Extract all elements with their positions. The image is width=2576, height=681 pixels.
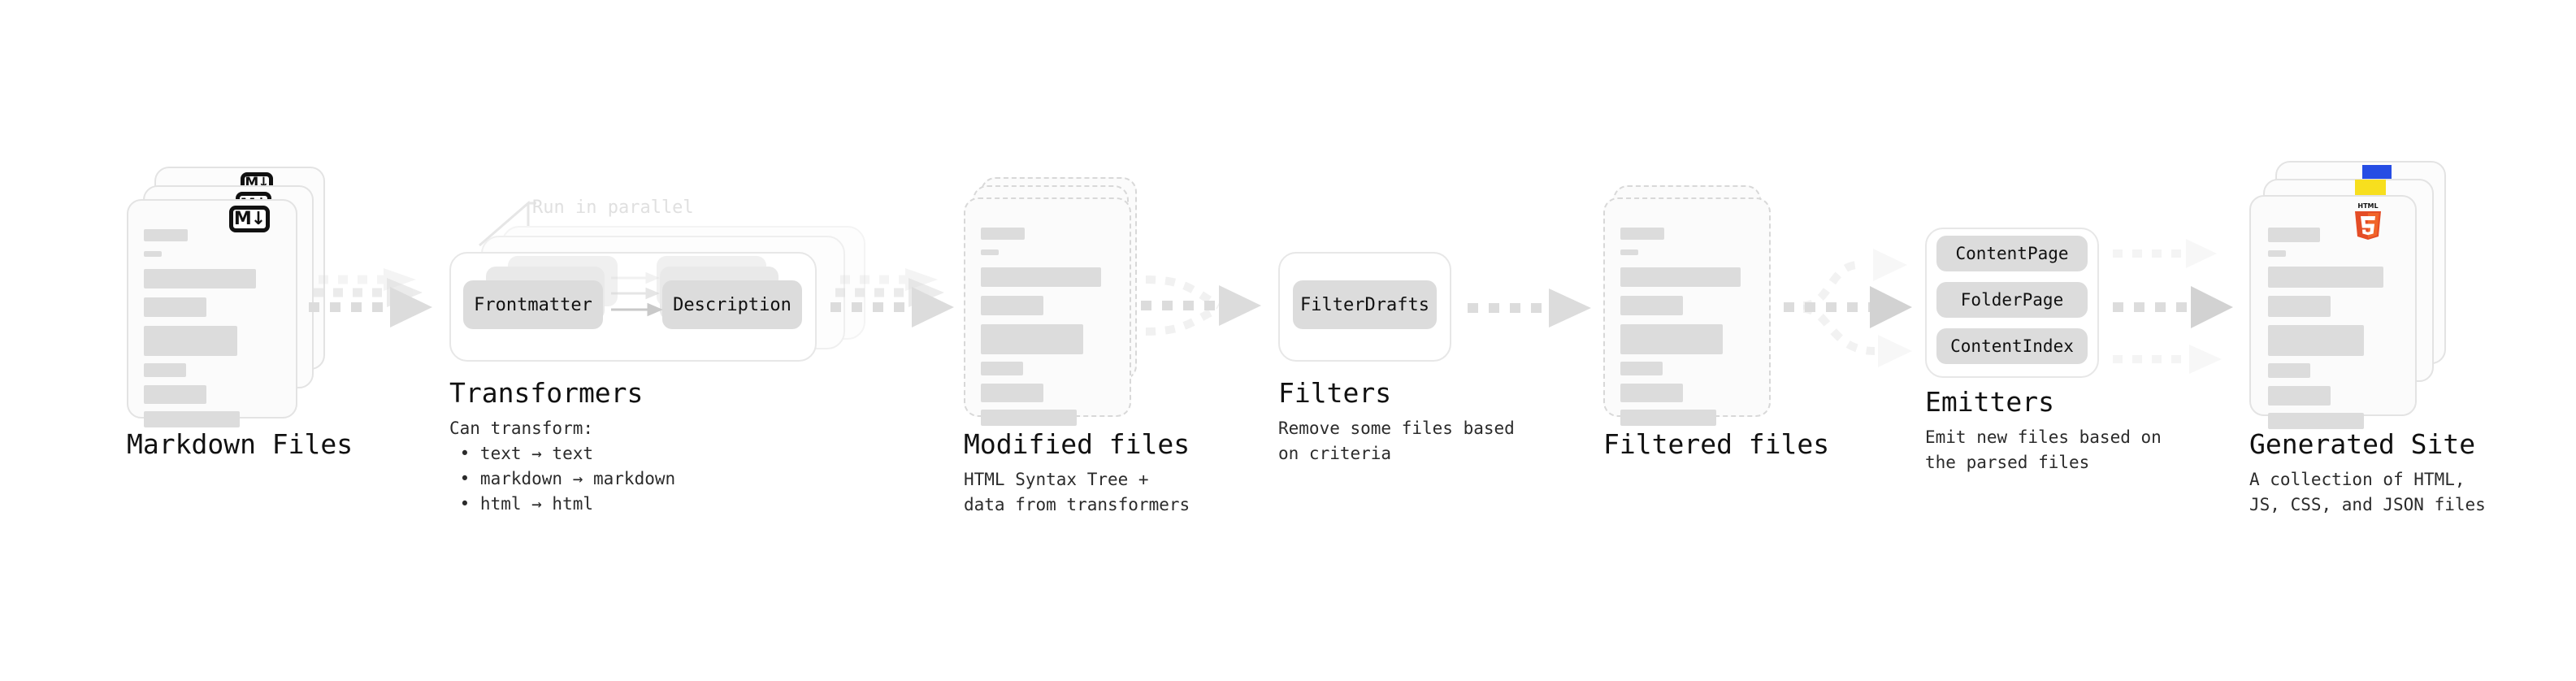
emitter-chip-folderpage[interactable]: FolderPage bbox=[1936, 282, 2088, 318]
filtered-files-title: Filtered files bbox=[1603, 428, 1830, 460]
modified-files-subtitle: HTML Syntax Tree + data from transformer… bbox=[964, 470, 1190, 514]
emitter-chip-contentindex-label: ContentIndex bbox=[1950, 336, 2074, 356]
modified-files-title: Modified files bbox=[964, 428, 1190, 460]
modified-file-card-front bbox=[964, 197, 1131, 426]
transformer-chip-description-label: Description bbox=[673, 294, 791, 315]
arrow-markdown-to-transformers bbox=[309, 268, 432, 327]
transformers-subtitle: Can transform: • text → text • markdown … bbox=[449, 419, 676, 514]
generated-site-subtitle: A collection of HTML, JS, CSS, and JSON … bbox=[2249, 470, 2486, 514]
emitter-chip-folderpage-label: FolderPage bbox=[1960, 290, 2064, 310]
filter-chip-filterdrafts[interactable]: FilterDrafts bbox=[1293, 280, 1437, 329]
emitters-title: Emitters bbox=[1925, 386, 2054, 418]
filters-title: Filters bbox=[1278, 377, 1392, 409]
card-placeholder-lines bbox=[128, 201, 296, 427]
emitter-chip-contentpage[interactable]: ContentPage bbox=[1936, 236, 2088, 271]
run-in-parallel-label: Run in parallel bbox=[532, 197, 694, 218]
transformer-chip-frontmatter-label: Frontmatter bbox=[474, 294, 592, 315]
card-placeholder-lines bbox=[2251, 197, 2415, 429]
generated-site-card-front bbox=[2249, 195, 2417, 429]
transformer-chip-frontmatter[interactable]: Frontmatter bbox=[463, 280, 603, 329]
generated-site-title: Generated Site bbox=[2249, 428, 2476, 460]
emitters-subtitle: Emit new files based on the parsed files bbox=[1925, 427, 2162, 472]
emitter-chip-contentpage-label: ContentPage bbox=[1955, 244, 2069, 263]
emitter-chip-contentindex[interactable]: ContentIndex bbox=[1936, 328, 2088, 364]
markdown-files-title: Markdown Files bbox=[127, 428, 353, 460]
filters-subtitle: Remove some files based on criteria bbox=[1278, 419, 1515, 463]
arrow-filters-to-filtered bbox=[1468, 288, 1591, 327]
filter-chip-filterdrafts-label: FilterDrafts bbox=[1300, 294, 1429, 315]
transformers-title: Transformers bbox=[449, 377, 644, 409]
filtered-file-card-front bbox=[1603, 197, 1771, 426]
html5-icon-wordmark: HTML bbox=[2357, 202, 2378, 210]
css3-icon bbox=[2362, 165, 2392, 179]
markdown-file-card-front bbox=[127, 199, 297, 427]
arrow-modified-to-filters bbox=[1141, 275, 1261, 336]
card-placeholder-lines bbox=[965, 199, 1130, 426]
arrow-emitters-to-site bbox=[2113, 239, 2233, 374]
html5-icon: HTML bbox=[2355, 202, 2381, 240]
card-placeholder-lines bbox=[1605, 199, 1769, 426]
markdown-icon: M↓ bbox=[229, 206, 270, 232]
transformer-chip-description[interactable]: Description bbox=[662, 280, 802, 329]
markdown-icon-label: M↓ bbox=[233, 209, 266, 229]
arrow-filtered-to-emitters bbox=[1784, 249, 1912, 367]
